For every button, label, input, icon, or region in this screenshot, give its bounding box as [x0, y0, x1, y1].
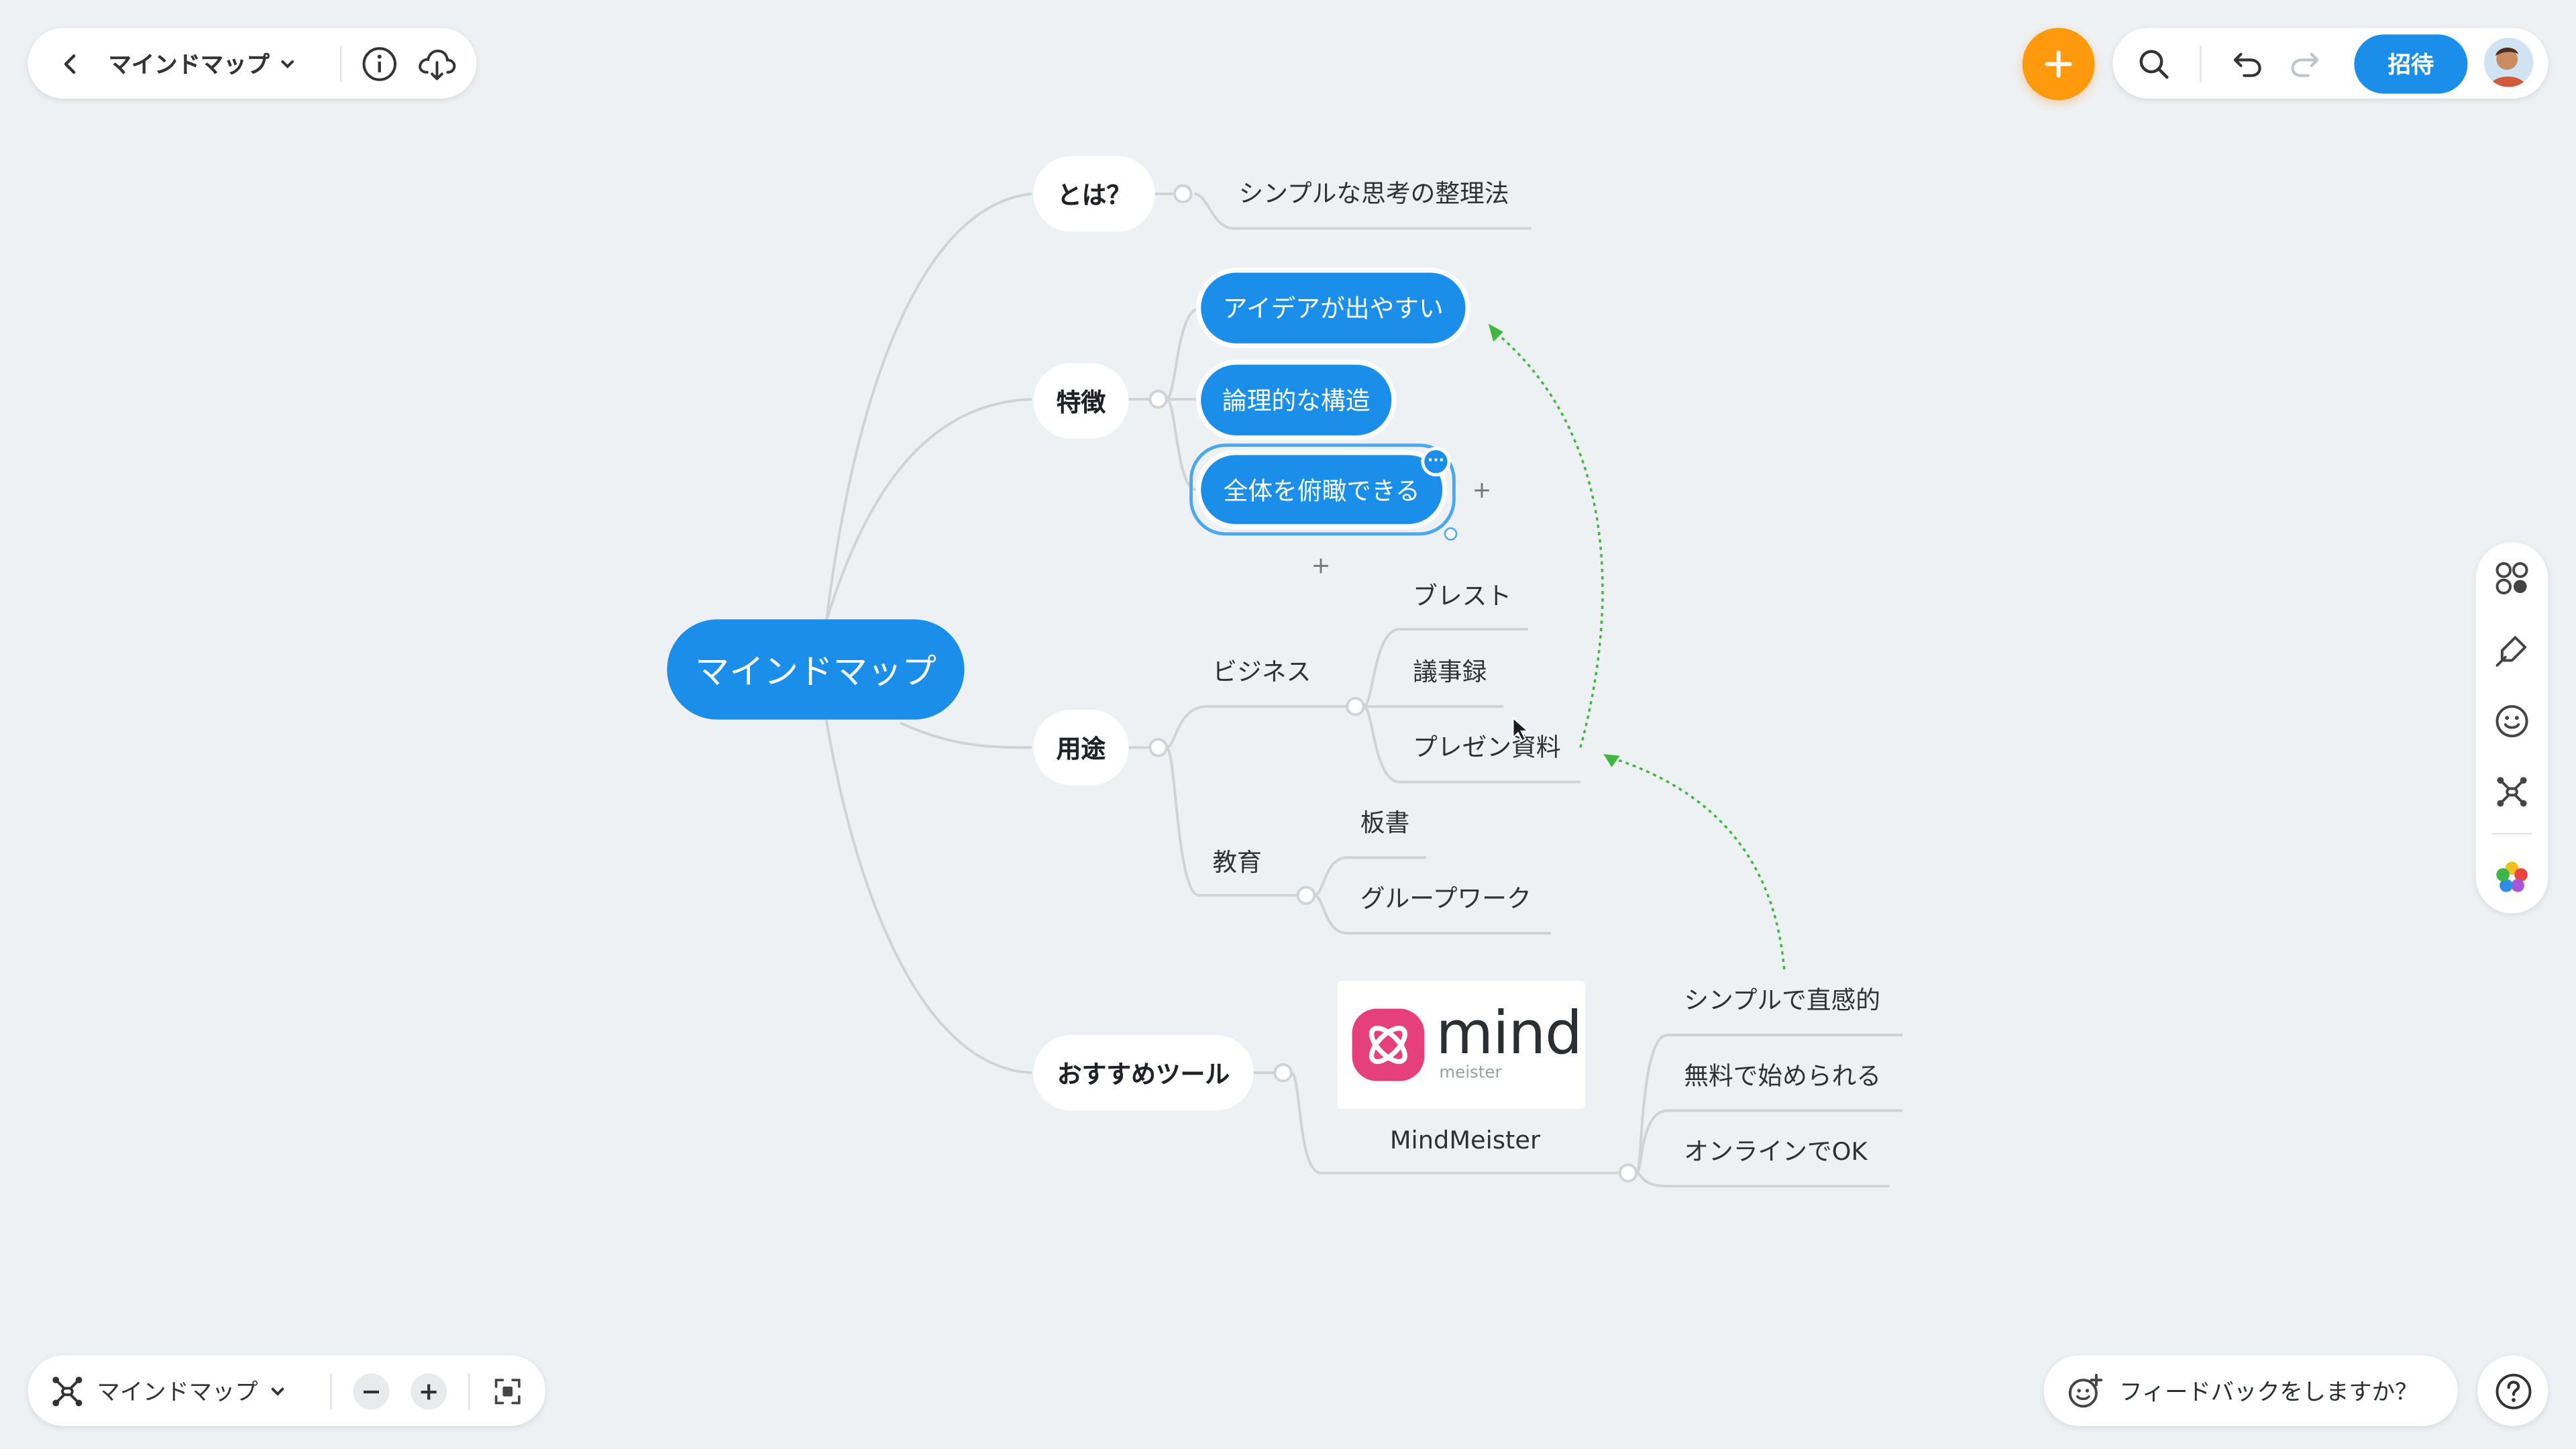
- node-simple-intuitive[interactable]: シンプルで直感的: [1684, 985, 1881, 1016]
- chevron-down-icon: [281, 60, 294, 68]
- right-sidebar: [2475, 542, 2548, 914]
- node-more-button[interactable]: ···: [1421, 447, 1451, 477]
- mindmeister-logo-icon: [1352, 1008, 1425, 1081]
- toolbar-divider: [2200, 46, 2202, 83]
- sidebar-item-palette[interactable]: [2485, 851, 2538, 904]
- root-node[interactable]: マインドマップ: [667, 619, 965, 720]
- branch-node-uses[interactable]: 用途: [1033, 709, 1129, 786]
- layout-icon: [2496, 562, 2528, 595]
- mindmeister-logo-text: mind: [1436, 1000, 1582, 1068]
- chevron-down-icon: [271, 1387, 284, 1396]
- root-node-label: マインドマップ: [694, 651, 936, 691]
- cloud-download-icon: [419, 49, 456, 80]
- sidebar-divider: [2492, 833, 2532, 835]
- zoom-in-button[interactable]: +: [411, 1373, 447, 1410]
- top-left-toolbar: [28, 28, 477, 99]
- search-icon: [2139, 50, 2169, 79]
- avatar[interactable]: [2483, 38, 2534, 87]
- back-button[interactable]: [49, 43, 92, 86]
- search-button[interactable]: [2133, 43, 2176, 86]
- add-sibling-button[interactable]: +: [1472, 478, 1492, 504]
- selection-outline: [1189, 443, 1456, 536]
- view-dropdown[interactable]: マインドマップ: [49, 1370, 286, 1413]
- node-free-start[interactable]: 無料で始められる: [1684, 1061, 1882, 1091]
- top-right-toolbar: [2112, 28, 2548, 99]
- undo-icon: [2233, 52, 2261, 77]
- download-button[interactable]: [414, 43, 460, 86]
- branch-node-what-label: とは？: [1057, 180, 1132, 210]
- info-icon: [362, 47, 396, 81]
- more-icon: ···: [1427, 453, 1444, 470]
- node-overview-selected[interactable]: 全体を俯瞰できる: [1201, 455, 1443, 525]
- node-logical-structure-label: 論理的な構造: [1222, 386, 1371, 416]
- feedback-icon: [2068, 1373, 2103, 1407]
- emoji-icon: [2496, 705, 2528, 738]
- node-mindmeister[interactable]: MindMeister: [1389, 1125, 1541, 1155]
- branch-node-uses-label: 用途: [1056, 733, 1106, 763]
- branch-node-what[interactable]: とは？: [1033, 156, 1155, 232]
- sidebar-item-style[interactable]: [2485, 625, 2538, 677]
- branch-node-features[interactable]: 特徴: [1033, 363, 1129, 439]
- node-ideas-easy[interactable]: アイデアが出やすい: [1201, 272, 1466, 343]
- invite-button[interactable]: 招待: [2354, 34, 2468, 94]
- cursor-icon: [1512, 716, 1530, 742]
- info-button[interactable]: [358, 43, 401, 86]
- branch-node-tools[interactable]: おすすめツール: [1033, 1034, 1254, 1111]
- node-presentation[interactable]: プレゼン資料: [1413, 733, 1561, 763]
- undo-button[interactable]: [2226, 43, 2269, 86]
- sidebar-item-structure[interactable]: [2485, 765, 2538, 818]
- plus-icon: [2045, 50, 2072, 78]
- fit-screen-button[interactable]: [490, 1373, 526, 1409]
- branch-node-tools-label: おすすめツール: [1057, 1059, 1230, 1089]
- toolbar-divider: [468, 1373, 470, 1410]
- resize-handle[interactable]: [1444, 527, 1458, 541]
- sidebar-item-emoji[interactable]: [2485, 695, 2538, 747]
- sidebar-item-layout[interactable]: [2485, 552, 2538, 604]
- mindmeister-logo-subtext: meister: [1439, 1064, 1502, 1083]
- bottom-left-toolbar: [28, 1355, 546, 1426]
- node-education[interactable]: 教育: [1212, 847, 1262, 877]
- redo-button[interactable]: [2284, 43, 2326, 86]
- node-ideas-easy-label: アイデアが出やすい: [1222, 294, 1444, 324]
- map-title: マインドマップ: [108, 52, 270, 79]
- redo-icon: [2291, 52, 2319, 77]
- feedback-label: フィードバックをしますか？: [2119, 1379, 2418, 1406]
- node-logical-structure[interactable]: 論理的な構造: [1201, 364, 1392, 435]
- fit-screen-icon: [494, 1379, 521, 1405]
- toolbar-divider: [330, 1373, 332, 1410]
- style-icon: [2496, 636, 2527, 667]
- node-online-ok[interactable]: オンラインでOK: [1684, 1136, 1868, 1167]
- help-button[interactable]: [2477, 1355, 2548, 1426]
- color-palette-icon: [2496, 861, 2528, 892]
- node-minutes[interactable]: 議事録: [1413, 657, 1487, 687]
- node-business[interactable]: ビジネス: [1212, 657, 1311, 687]
- toolbar-divider: [339, 46, 342, 83]
- node-group-work[interactable]: グループワーク: [1360, 883, 1532, 914]
- node-blackboard[interactable]: 板書: [1360, 808, 1410, 838]
- help-icon: [2495, 1373, 2531, 1409]
- mindmap-layout-icon: [52, 1377, 83, 1407]
- zoom-in-label: +: [418, 1377, 439, 1407]
- user-avatar-icon: [2483, 38, 2534, 87]
- invite-label: 招待: [2387, 52, 2434, 79]
- map-title-dropdown[interactable]: マインドマップ: [109, 43, 296, 86]
- branch-node-features-label: 特徴: [1056, 386, 1106, 417]
- node-brainstorm[interactable]: ブレスト: [1413, 581, 1512, 612]
- mindmeister-logo-card[interactable]: mind meister: [1337, 981, 1586, 1110]
- view-label: マインドマップ: [97, 1380, 258, 1407]
- node-simple-method[interactable]: シンプルな思考の整理法: [1238, 178, 1509, 209]
- zoom-out-label: −: [361, 1377, 382, 1407]
- map-structure-icon: [2497, 777, 2527, 807]
- feedback-button[interactable]: フィードバックをしますか？: [2043, 1355, 2458, 1426]
- chevron-left-icon: [64, 54, 76, 74]
- add-button[interactable]: [2022, 28, 2095, 101]
- node-overview-label: 全体を俯瞰できる: [1223, 475, 1420, 506]
- zoom-out-button[interactable]: −: [353, 1373, 390, 1410]
- add-child-button[interactable]: +: [1311, 553, 1331, 580]
